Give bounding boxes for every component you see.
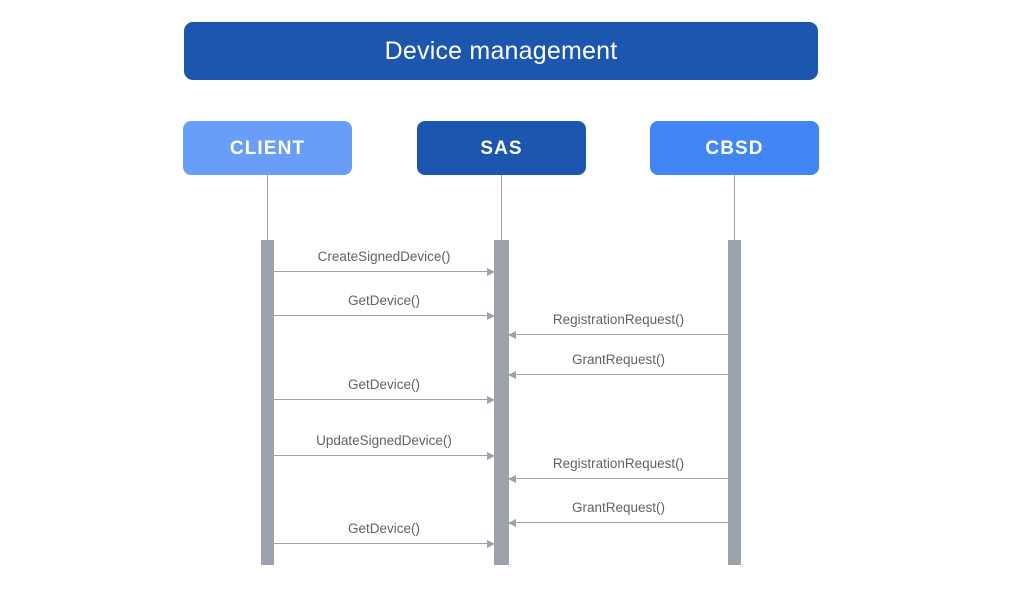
message-3-registration-request[interactable]: RegistrationRequest() — [508, 305, 728, 339]
participant-label-cbsd: CBSD — [705, 137, 764, 159]
lifeline-client — [267, 175, 268, 242]
message-label: GetDevice() — [347, 376, 420, 392]
message-line — [509, 374, 728, 375]
message-line — [274, 315, 494, 316]
arrowhead-right-icon — [487, 395, 495, 404]
participant-label-sas: SAS — [480, 137, 523, 159]
diagram-title-banner: Device management — [184, 22, 818, 80]
message-line — [509, 334, 728, 335]
message-1-create-signed-device[interactable]: CreateSignedDevice() — [274, 242, 495, 276]
message-9-get-device[interactable]: GetDevice() — [274, 514, 495, 548]
activation-bar-client — [261, 240, 274, 565]
arrowhead-right-icon — [487, 311, 495, 320]
activation-bar-sas — [494, 240, 509, 565]
message-line — [509, 478, 728, 479]
participant-header-cbsd[interactable]: CBSD — [650, 121, 819, 175]
message-2-get-device[interactable]: GetDevice() — [274, 286, 495, 320]
arrowhead-left-icon — [508, 330, 516, 339]
message-line — [274, 543, 494, 544]
message-4-grant-request[interactable]: GrantRequest() — [508, 345, 728, 379]
lifeline-cbsd — [734, 175, 735, 242]
message-label: GrantRequest() — [571, 499, 666, 515]
message-label: CreateSignedDevice() — [317, 248, 451, 264]
message-7-registration-request[interactable]: RegistrationRequest() — [508, 449, 728, 483]
message-line — [509, 522, 728, 523]
message-label: RegistrationRequest() — [552, 455, 685, 471]
participant-label-client: CLIENT — [229, 137, 306, 159]
arrowhead-left-icon — [508, 518, 516, 527]
message-line — [274, 455, 494, 456]
message-label: RegistrationRequest() — [552, 311, 685, 327]
arrowhead-right-icon — [487, 539, 495, 548]
message-line — [274, 271, 494, 272]
message-label: UpdateSignedDevice() — [316, 432, 452, 448]
message-line — [274, 399, 494, 400]
arrowhead-left-icon — [508, 370, 516, 379]
participant-header-client[interactable]: CLIENT — [183, 121, 352, 175]
message-label: GrantRequest() — [571, 351, 666, 367]
message-label: GetDevice() — [347, 520, 420, 536]
arrowhead-left-icon — [508, 474, 516, 483]
participant-header-sas[interactable]: SAS — [417, 121, 586, 175]
arrowhead-right-icon — [487, 267, 495, 276]
message-5-get-device[interactable]: GetDevice() — [274, 370, 495, 404]
diagram-title: Device management — [384, 36, 618, 65]
message-label: GetDevice() — [347, 292, 420, 308]
arrowhead-right-icon — [487, 451, 495, 460]
activation-bar-cbsd — [728, 240, 741, 565]
lifeline-sas — [501, 175, 502, 242]
message-8-grant-request[interactable]: GrantRequest() — [508, 493, 728, 527]
message-6-update-signed-device[interactable]: UpdateSignedDevice() — [274, 426, 495, 460]
